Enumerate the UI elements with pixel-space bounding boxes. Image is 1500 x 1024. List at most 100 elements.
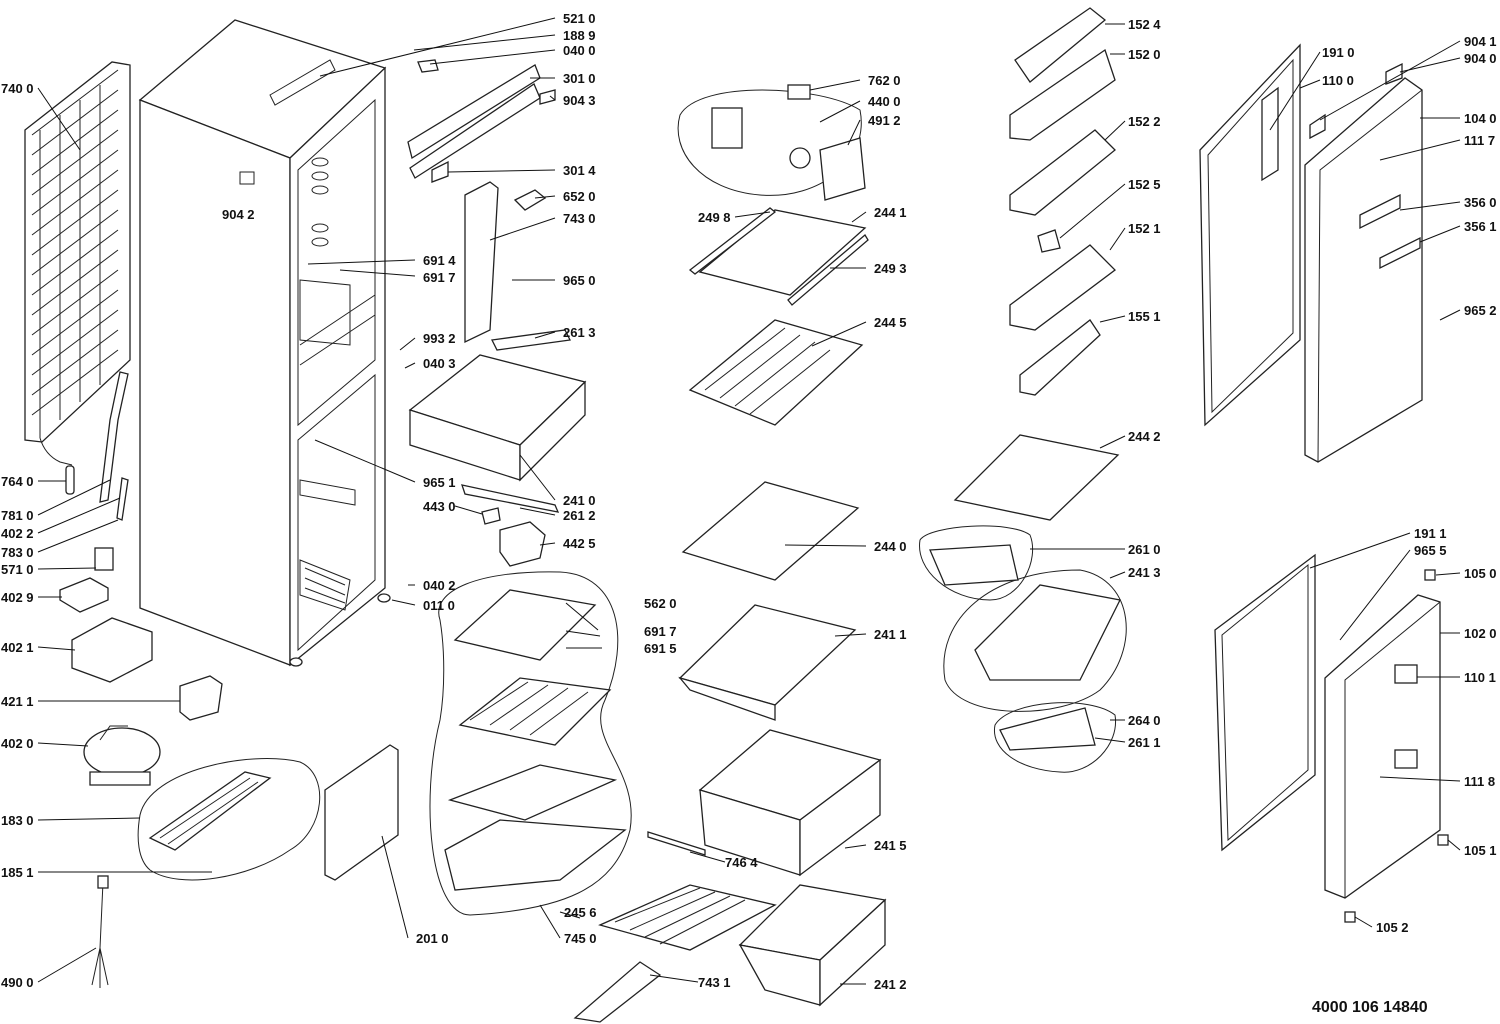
label-040-3: 040 3 [423, 356, 456, 371]
rail-746-4 [647, 831, 706, 856]
label-105-1: 105 1 [1464, 843, 1497, 858]
label-191-1: 191 1 [1414, 526, 1447, 541]
label-965-0: 965 0 [563, 273, 596, 288]
back-cover-201 [324, 744, 399, 881]
label-762-0: 762 0 [868, 73, 901, 88]
label-402-1: 402 1 [1, 640, 34, 655]
hinge-904-0 [1385, 62, 1403, 85]
label-993-2: 993 2 [423, 331, 456, 346]
label-249-3: 249 3 [874, 261, 907, 276]
shelf-trim-249-8 [688, 207, 777, 275]
label-105-0: 105 0 [1464, 566, 1497, 581]
fan-assembly-440 [677, 89, 866, 201]
label-188-9: 188 9 [563, 28, 596, 43]
label-104-0: 104 0 [1464, 111, 1497, 126]
flap-743-1 [573, 961, 662, 1023]
label-152-0: 152 0 [1128, 47, 1161, 62]
label-442-5: 442 5 [563, 536, 596, 551]
label-244-1: 244 1 [874, 205, 907, 220]
drip-tray-402-9 [59, 577, 109, 613]
label-301-4: 301 4 [563, 163, 596, 178]
display-356-0 [1359, 193, 1401, 230]
label-261-0: 261 0 [1128, 542, 1161, 557]
label-402-9: 402 9 [1, 590, 34, 605]
rail-261-3 [491, 329, 571, 351]
bracket-652 [513, 189, 547, 211]
glass-shelf-244-0 [681, 481, 860, 581]
label-691-4: 691 4 [423, 253, 456, 268]
door-102-0 [1324, 594, 1441, 899]
label-783-0: 783 0 [1, 545, 34, 560]
base-plate-183 [137, 758, 321, 881]
label-490-0: 490 0 [1, 975, 34, 990]
hinge-105-2 [1344, 911, 1356, 923]
document-number: 4000 106 14840 [1312, 999, 1428, 1016]
label-244-5: 244 5 [874, 315, 907, 330]
label-356-0: 356 0 [1464, 195, 1497, 210]
bin-cover-152-4 [1014, 7, 1107, 83]
label-241-0: 241 0 [563, 493, 596, 508]
freezer-group-241-3 [919, 525, 1127, 773]
label-261-3: 261 3 [563, 325, 596, 340]
label-152-1: 152 1 [1128, 221, 1161, 236]
label-746-4: 746 4 [725, 855, 758, 870]
label-443-0: 443 0 [423, 499, 456, 514]
label-264-0: 264 0 [1128, 713, 1161, 728]
condenser-740 [24, 61, 131, 466]
label-191-0: 191 0 [1322, 45, 1355, 60]
label-241-2: 241 2 [874, 977, 907, 992]
rail-261-2 [461, 484, 560, 513]
air-duct-743 [464, 181, 499, 344]
drawer-241-1 [678, 604, 857, 721]
hinge-904-3 [539, 89, 556, 105]
label-691-7a: 691 7 [423, 270, 456, 285]
label-904-3: 904 3 [563, 93, 596, 108]
wire-grid-245-6 [598, 884, 777, 951]
hinge-904-1 [1309, 113, 1326, 140]
thermostat-443 [481, 507, 501, 525]
shelf-trim-249-3 [787, 234, 869, 306]
label-965-2: 965 2 [1464, 303, 1497, 318]
label-244-0: 244 0 [874, 539, 907, 554]
label-011-0: 011 0 [423, 598, 455, 613]
hinge-105-0 [1424, 569, 1436, 581]
handle-110-1 [1394, 664, 1418, 684]
label-740-0: 740 0 [1, 81, 34, 96]
label-261-1: 261 1 [1128, 735, 1161, 750]
door-bin-152-1 [1009, 244, 1116, 331]
label-743-0: 743 0 [563, 211, 596, 226]
bottle-bin-155-1 [1019, 319, 1101, 396]
wire-shelf-244-5 [688, 319, 864, 426]
label-402-0: 402 0 [1, 736, 34, 751]
suction-tube-781 [99, 371, 129, 503]
thermostat-421-1 [179, 675, 223, 721]
label-691-7b: 691 7 [644, 624, 677, 639]
glass-shelf-244-2 [953, 434, 1120, 521]
label-249-8: 249 8 [698, 210, 731, 225]
label-241-3: 241 3 [1128, 565, 1161, 580]
drawer-241-5 [698, 729, 882, 877]
relay-571 [94, 547, 114, 571]
label-652-0: 652 0 [563, 189, 596, 204]
part-labels: 521 0 188 9 040 0 301 0 904 3 301 4 652 … [1, 11, 1497, 1016]
cabinet [138, 19, 391, 667]
label-440-0: 440 0 [868, 94, 901, 109]
label-102-0: 102 0 [1464, 626, 1497, 641]
label-244-2: 244 2 [1128, 429, 1161, 444]
filter-762 [787, 84, 811, 100]
label-261-2: 261 2 [563, 508, 596, 523]
label-491-2: 491 2 [868, 113, 901, 128]
label-183-0: 183 0 [1, 813, 34, 828]
gasket-191-1 [1214, 553, 1316, 852]
drawer-241-2 [738, 884, 887, 1007]
door-bin-152-0 [1009, 48, 1116, 141]
label-105-2: 105 2 [1376, 920, 1409, 935]
handle-110-0 [1261, 86, 1279, 182]
hinge-105-1 [1437, 834, 1449, 846]
label-691-5: 691 5 [644, 641, 677, 656]
gasket-191-0 [1199, 43, 1301, 427]
label-571-0: 571 0 [1, 562, 34, 577]
label-904-1: 904 1 [1464, 34, 1497, 49]
drawer-241-0 [408, 354, 587, 482]
